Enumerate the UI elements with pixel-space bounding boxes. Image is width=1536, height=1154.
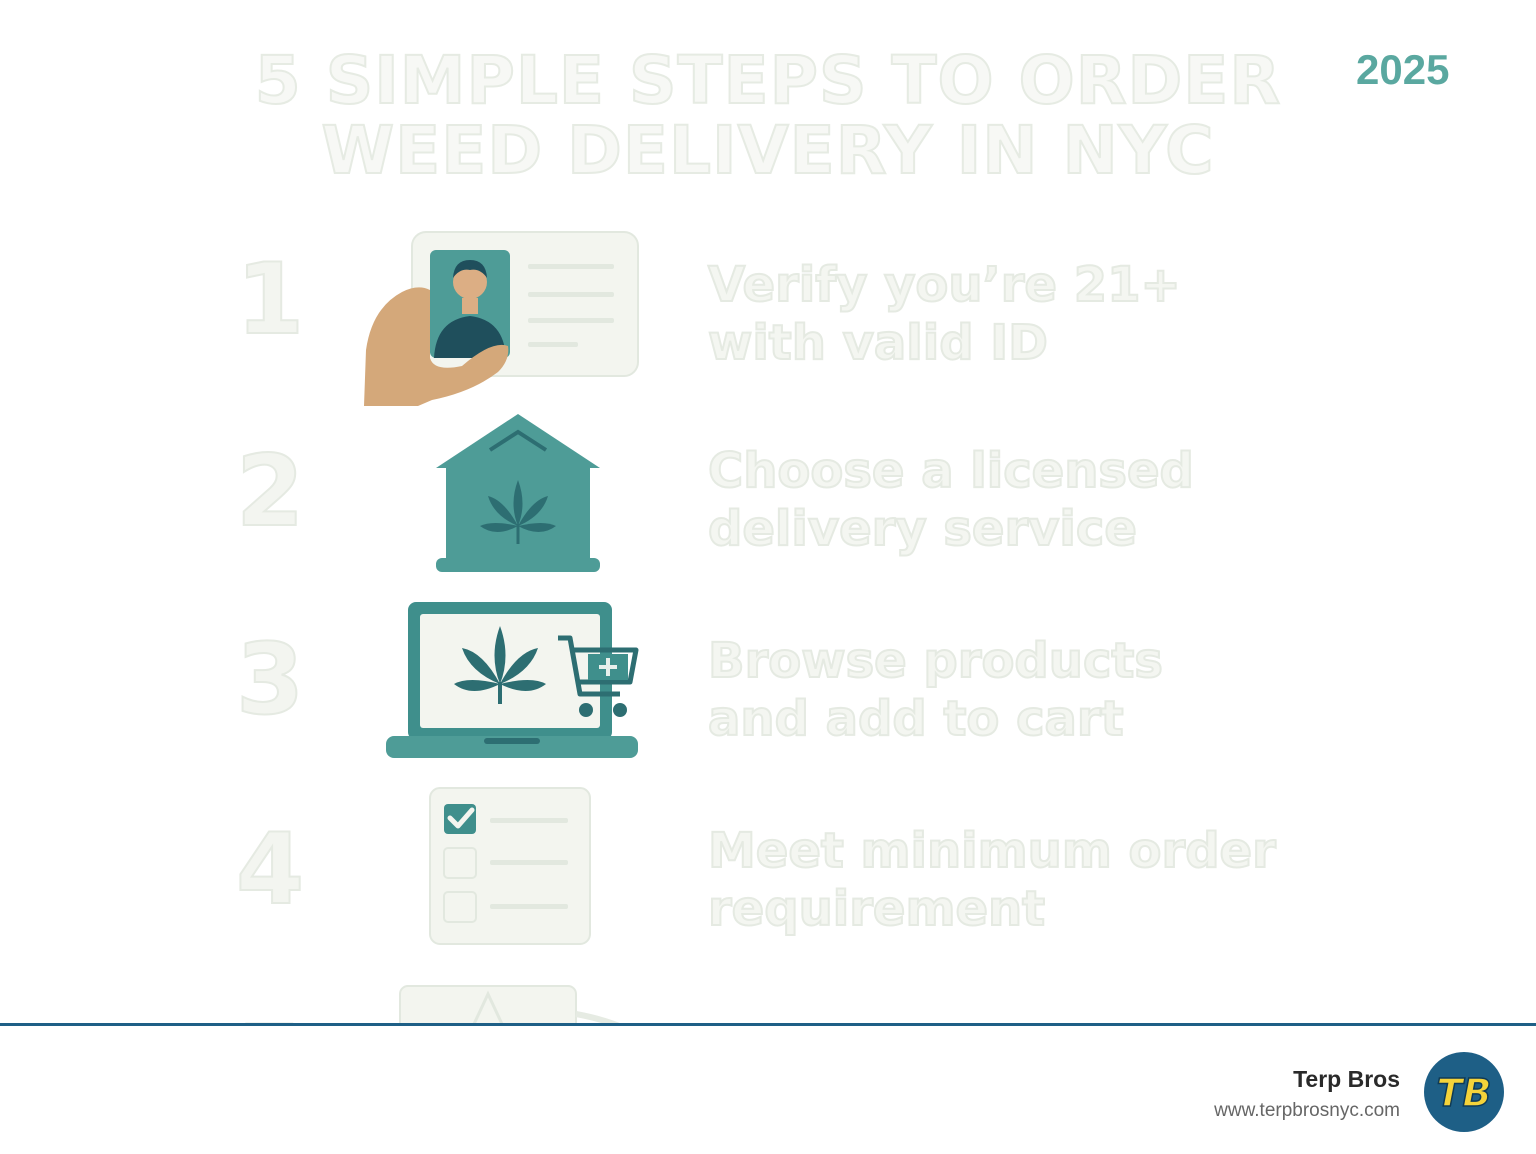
step-line-2: with valid ID [707, 314, 1049, 372]
laptop-cart-icon [386, 602, 639, 758]
logo-text: TB [1437, 1071, 1492, 1115]
page-title: 5 SIMPLE STEPS TO ORDER WEED DELIVERY IN… [0, 42, 1536, 189]
step-line-2: delivery service [707, 500, 1138, 558]
step-description: Browse products and add to cart [707, 632, 1328, 748]
step-line-1: Choose a licensed [707, 442, 1195, 500]
title-line-1: 5 SIMPLE STEPS TO ORDER [254, 42, 1282, 119]
year-label: 2025 [1356, 46, 1450, 93]
footer-divider [0, 1023, 1536, 1026]
step-number: 4 [235, 813, 305, 927]
step-line-1: Verify you’re 21+ [707, 256, 1182, 314]
step-line-1: Meet minimum order [707, 822, 1277, 880]
step-line-2: and add to cart [707, 690, 1125, 748]
step-number: 3 [235, 623, 305, 737]
id-card-icon [364, 231, 639, 406]
brand-logo: TB [1424, 1052, 1504, 1132]
brand-name: Terp Bros [1293, 1066, 1400, 1092]
step-line-2: requirement [707, 880, 1046, 938]
footer: Terp Bros www.terpbrosnyc.com TB [0, 1026, 1536, 1154]
step-number: 2 [235, 435, 305, 549]
step-description: Choose a licensed delivery service [707, 442, 1328, 558]
step-description: Verify you’re 21+ with valid ID [707, 256, 1328, 372]
checklist-icon [429, 787, 591, 945]
step-number: 1 [235, 243, 305, 357]
step-description: Wait for delivery [707, 1016, 1328, 1024]
title-line-2: WEED DELIVERY IN NYC [320, 112, 1215, 189]
step-line-1: Wait for delivery [707, 1016, 1328, 1024]
step-line-1: Browse products [707, 632, 1164, 690]
steps-list: 1 Verify you’re 21+ with valid ID 2 [235, 231, 1328, 1024]
dispensary-icon [436, 414, 600, 572]
step-description: Meet minimum order requirement [707, 822, 1328, 938]
step-number: 5 [235, 1011, 305, 1024]
brand-url[interactable]: www.terpbrosnyc.com [1214, 1100, 1400, 1121]
box-icon [399, 985, 623, 1024]
